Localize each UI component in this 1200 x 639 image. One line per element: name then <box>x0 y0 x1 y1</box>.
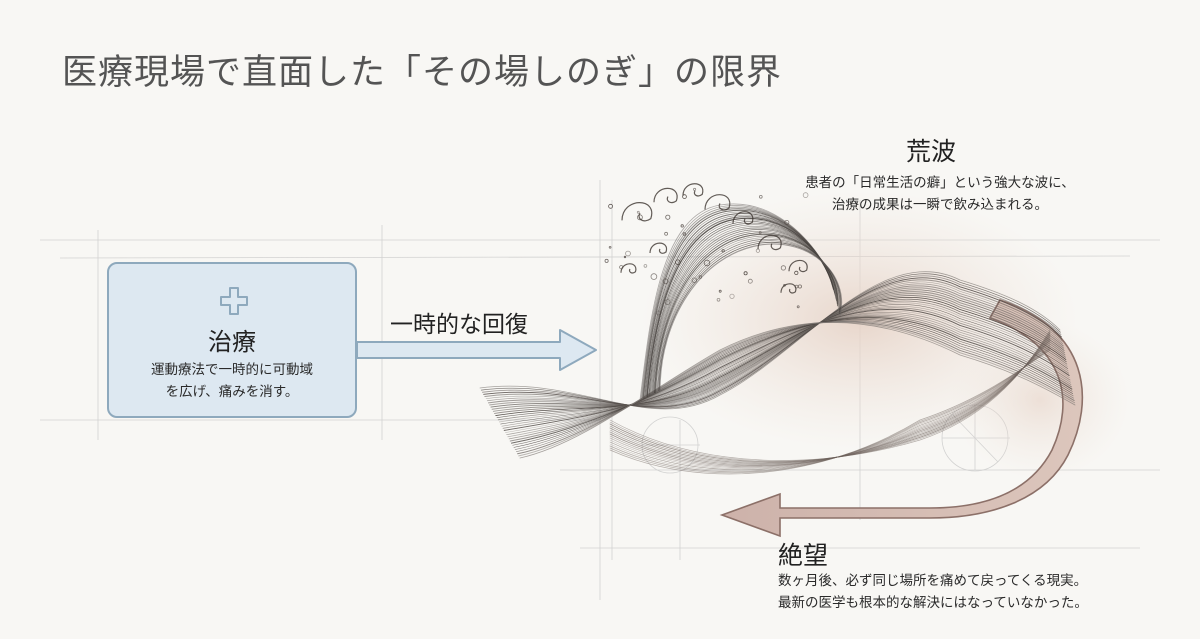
wave-desc-line1: 患者の「日常生活の癖」という強大な波に、 <box>790 172 1090 194</box>
treatment-description: 運動療法で一時的に可動域 を広げ、痛みを消す。 <box>109 359 355 403</box>
despair-description: 数ヶ月後、必ず同じ場所を痛めて戻ってくる現実。 最新の医学も根本的な解決にはなっ… <box>778 570 1088 614</box>
treatment-title: 治療 <box>109 322 355 357</box>
wave-description: 患者の「日常生活の癖」という強大な波に、 治療の成果は一瞬で飲み込まれる。 <box>790 172 1090 216</box>
wave-desc-line2: 治療の成果は一瞬で飲み込まれる。 <box>790 194 1090 216</box>
treatment-desc-line2: を広げ、痛みを消す。 <box>109 381 355 403</box>
recovery-label: 一時的な回復 <box>390 305 528 339</box>
treatment-box: 治療 運動療法で一時的に可動域 を広げ、痛みを消す。 <box>107 262 357 418</box>
despair-desc-line1: 数ヶ月後、必ず同じ場所を痛めて戻ってくる現実。 <box>778 570 1088 592</box>
treatment-desc-line1: 運動療法で一時的に可動域 <box>109 359 355 381</box>
wave-title: 荒波 <box>906 132 956 168</box>
despair-title: 絶望 <box>778 536 828 572</box>
despair-desc-line2: 最新の医学も根本的な解決にはなっていなかった。 <box>778 592 1088 614</box>
medical-cross-icon <box>219 286 249 316</box>
